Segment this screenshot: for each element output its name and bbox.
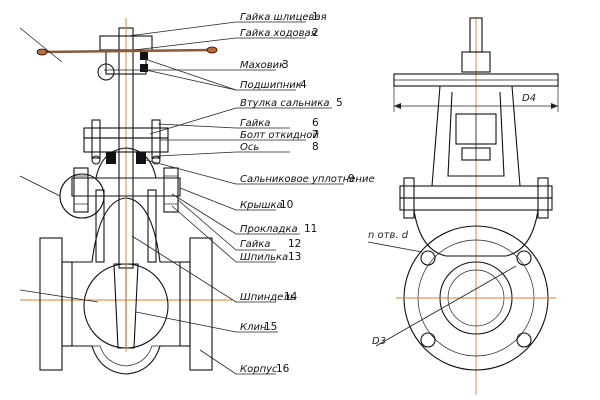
part-label: Крышка	[240, 200, 283, 211]
gland-seal	[106, 152, 116, 164]
part-number: 5	[336, 97, 343, 109]
part-number: 9	[348, 173, 355, 185]
bonnet	[71, 147, 181, 213]
bolt-hole	[516, 250, 532, 266]
part-number: 4	[300, 79, 307, 91]
spindle	[118, 18, 134, 352]
part-number: 16	[276, 363, 290, 375]
part-label: Гайка ходовая	[240, 28, 317, 39]
section-view	[19, 18, 232, 375]
part-label: Сальниковое уплотнение	[240, 174, 375, 185]
holes-label: n отв. d	[368, 230, 409, 241]
part-number: 12	[288, 238, 301, 250]
part-number: 10	[280, 199, 293, 211]
part-label: Шпиндель	[240, 292, 296, 303]
part-label: Шпилька	[240, 252, 288, 263]
part-callouts: Гайка шлицевая 1 Гайка ходовая 2 Маховик…	[104, 11, 375, 375]
handwheel-rod	[41, 48, 213, 54]
dimension-d4-label: D4	[522, 93, 536, 104]
part-label: Гайка	[240, 118, 270, 129]
part-number: 11	[304, 223, 317, 235]
part-label: Втулка сальника	[240, 98, 329, 109]
part-number: 3	[282, 59, 289, 71]
part-number: 8	[312, 141, 319, 153]
part-number: 2	[312, 27, 319, 39]
part-label: Клин	[240, 322, 267, 333]
part-label: Гайка шлицевая	[240, 12, 327, 23]
part-label: Болт откидной	[240, 130, 319, 141]
part-number: 7	[312, 129, 319, 141]
part-label: Ось	[240, 142, 259, 153]
part-number: 15	[264, 321, 277, 333]
part-number: 1	[312, 11, 319, 23]
dimension-d3-label: D3	[372, 336, 386, 347]
part-number: 6	[312, 117, 319, 129]
part-label: Корпус	[240, 364, 278, 375]
dimension-d4: D4	[393, 86, 559, 112]
gland-assembly	[83, 119, 169, 165]
part-label: Прокладка	[240, 224, 298, 235]
bolt-hole	[420, 332, 436, 348]
body-casting	[39, 189, 213, 375]
bolt-hole	[420, 250, 436, 266]
part-number: 14	[284, 291, 298, 303]
bolt-hole	[516, 332, 532, 348]
part-number: 13	[288, 251, 301, 263]
part-label: Подшипник	[240, 80, 302, 91]
part-label: Гайка	[240, 239, 270, 250]
yoke-top	[36, 35, 218, 81]
side-view: D4 n отв. d D3	[367, 17, 559, 395]
part-label: Маховик	[240, 60, 285, 71]
